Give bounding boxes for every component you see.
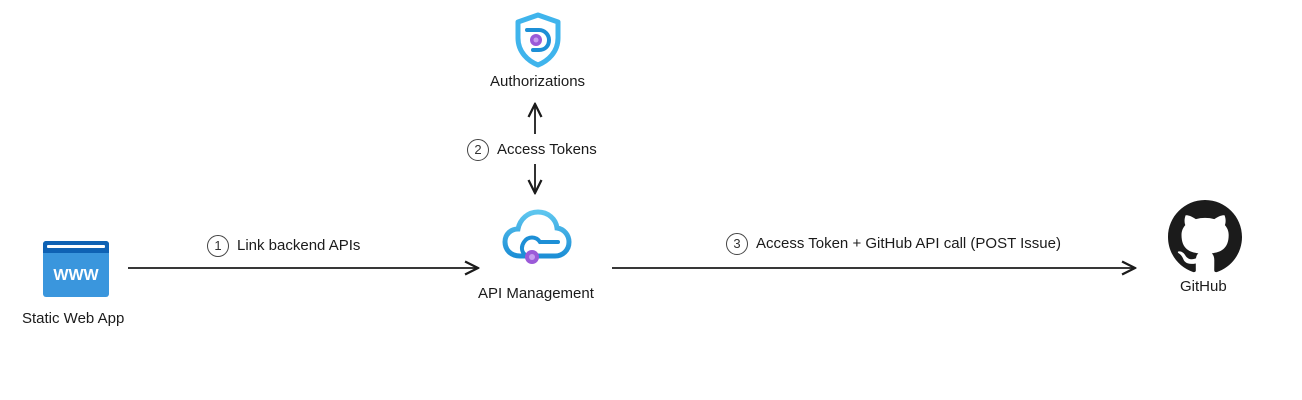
step-1-number: 1 xyxy=(207,235,229,257)
github-node: GitHub xyxy=(1160,198,1250,298)
api-management-label: API Management xyxy=(478,285,594,302)
authorizations-label: Authorizations xyxy=(490,73,586,90)
step-1: 1 Link backend APIs xyxy=(207,235,360,257)
step-3-number: 3 xyxy=(726,233,748,255)
step-3-label: Access Token + GitHub API call (POST Iss… xyxy=(756,235,1061,252)
api-management-icon xyxy=(502,209,572,264)
step-3: 3 Access Token + GitHub API call (POST I… xyxy=(726,233,1061,255)
static-web-app-node: WWW Static Web App xyxy=(14,238,136,328)
github-icon xyxy=(1168,200,1242,273)
shield-icon xyxy=(515,12,561,68)
step-2: 2 Access Tokens xyxy=(467,139,597,161)
authorizations-node: Authorizations xyxy=(480,10,600,92)
github-label: GitHub xyxy=(1180,278,1227,295)
step-2-number: 2 xyxy=(467,139,489,161)
svg-text:WWW: WWW xyxy=(53,267,99,284)
step-1-label: Link backend APIs xyxy=(237,237,361,254)
static-web-app-label: Static Web App xyxy=(22,310,125,327)
www-icon: WWW xyxy=(43,241,109,297)
api-management-node: API Management xyxy=(470,205,610,305)
step-2-label: Access Tokens xyxy=(497,141,597,158)
